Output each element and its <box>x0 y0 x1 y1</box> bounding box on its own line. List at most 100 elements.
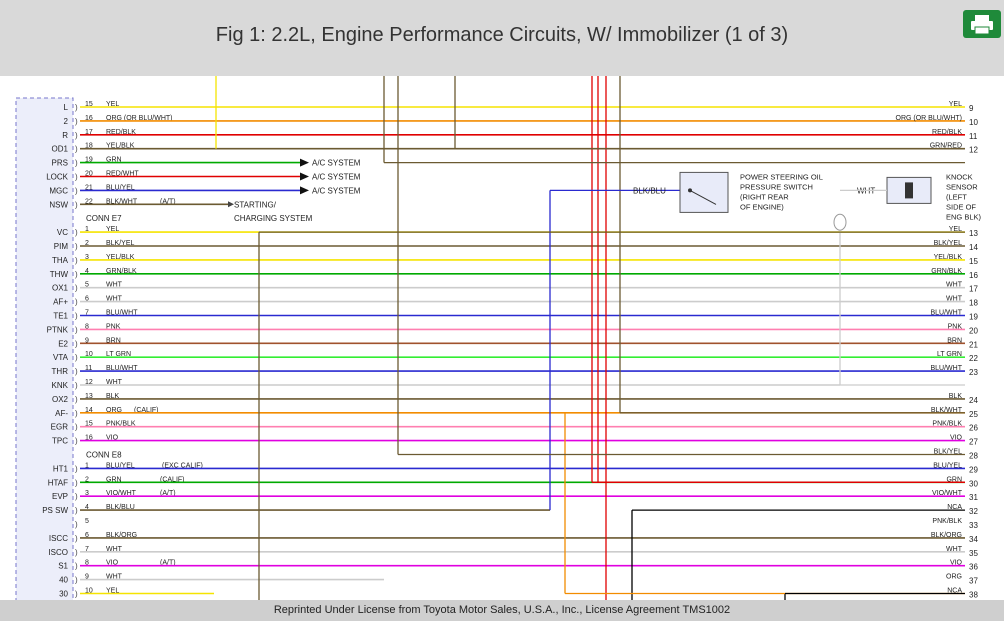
right-pin-number: 16 <box>969 271 978 280</box>
wire-label: YEL/BLK <box>106 254 135 261</box>
pin-number: 18 <box>85 143 93 150</box>
right-pin-number: 15 <box>969 257 978 266</box>
pin-number: 20 <box>85 171 93 178</box>
pin-arrow: ) <box>75 506 78 515</box>
ecm-pin-label: OD1 <box>52 145 69 154</box>
wire-label: VIO/WHT <box>106 490 137 497</box>
ecm-pin-label: EVP <box>52 492 68 501</box>
page-title: Fig 1: 2.2L, Engine Performance Circuits… <box>215 24 789 46</box>
pin-arrow: ) <box>75 520 78 529</box>
pin-arrow: ) <box>75 548 78 557</box>
wire-label: WHT <box>106 296 123 303</box>
pin-arrow: ) <box>75 367 78 376</box>
destination-label: STARTING/ <box>234 200 277 209</box>
pin-number: 6 <box>85 532 89 539</box>
right-wire-label: BLK/YEL <box>934 449 963 456</box>
right-wire-label: NCA <box>947 504 962 511</box>
right-wire-label: BLK/ORG <box>931 532 962 539</box>
pin-number: 22 <box>85 198 93 205</box>
pin-arrow: ) <box>75 492 78 501</box>
wire-label: VIO <box>106 560 119 567</box>
wire-label: ORG <box>106 407 122 414</box>
pin-number: 3 <box>85 254 89 261</box>
wire-note: (EXC CALIF) <box>162 462 203 469</box>
right-pin-number: 17 <box>969 285 978 294</box>
pin-number: 6 <box>85 296 89 303</box>
ecm-pin-label: OX1 <box>52 284 69 293</box>
footer-bar: Reprinted Under License from Toyota Moto… <box>0 600 1004 621</box>
right-wire-label: PNK <box>948 323 963 330</box>
wire-note: (CALIF) <box>134 407 159 414</box>
right-pin-number: 19 <box>969 313 978 322</box>
wire-label: YEL <box>106 101 119 108</box>
right-pin-number: 26 <box>969 424 978 433</box>
pin-number: 11 <box>85 365 92 372</box>
right-wire-label: WHT <box>946 546 963 553</box>
wire-label: BLK/WHT <box>106 198 138 205</box>
pin-number: 13 <box>85 393 93 400</box>
right-wire-label: VIO <box>950 560 963 567</box>
pin-arrow: ) <box>75 159 78 168</box>
ecm-pin-label: E2 <box>58 339 68 348</box>
pin-arrow: ) <box>75 242 78 251</box>
pin-arrow: ) <box>75 186 78 195</box>
ps-switch-body <box>679 171 729 213</box>
right-wire-label: PNK/BLK <box>932 518 962 525</box>
wire-label: BRN <box>106 337 121 344</box>
ecm-pin-label: PRS <box>52 159 68 168</box>
pin-number: 2 <box>85 476 89 483</box>
pin-arrow: ) <box>75 200 78 209</box>
knock-sensor-label: SIDE OF <box>946 203 976 212</box>
ecm-pin-label: HTAF <box>48 478 68 487</box>
wire-label: ORG (OR BLU/WHT) <box>106 115 173 122</box>
wire-label: VIO <box>106 435 119 442</box>
right-pin-number: 21 <box>969 340 978 349</box>
right-pin-number: 35 <box>969 549 978 558</box>
ecm-pin-label: 40 <box>59 576 68 585</box>
ecm-pin-label: TPC <box>52 437 68 446</box>
ecm-pin-label: R <box>62 131 68 140</box>
pin-number: 14 <box>85 407 93 414</box>
pin-arrow: ) <box>75 395 78 404</box>
right-wire-label: VIO/WHT <box>932 490 963 497</box>
right-pin-number: 18 <box>969 299 978 308</box>
pin-number: 4 <box>85 268 89 275</box>
pin-arrow: ) <box>75 284 78 293</box>
right-wire-label: RED/BLK <box>932 129 962 136</box>
wire-label: PNK <box>106 323 121 330</box>
ps-switch-label: POWER STEERING OIL <box>740 173 823 182</box>
wire-label: YEL <box>106 588 119 595</box>
wire-label: WHT <box>106 546 123 553</box>
pin-number: 8 <box>85 323 89 330</box>
header-bar: Fig 1: 2.2L, Engine Performance Circuits… <box>0 0 1004 76</box>
pin-arrow: ) <box>75 339 78 348</box>
right-wire-label: BLK/YEL <box>934 240 963 247</box>
ecm-pin-label: AF+ <box>53 298 68 307</box>
ps-switch-wire-label: BLK/BLU <box>633 186 666 195</box>
right-pin-number: 27 <box>969 438 978 447</box>
pin-number: 1 <box>85 226 89 233</box>
pin-arrow: ) <box>75 298 78 307</box>
pin-number: 2 <box>85 240 89 247</box>
arrow-head <box>300 186 309 195</box>
pin-number: 4 <box>85 504 89 511</box>
ecm-pin-label: TE1 <box>53 312 68 321</box>
destination-label: CHARGING SYSTEM <box>234 214 313 223</box>
right-wire-label: BLK <box>949 393 963 400</box>
pin-number: 15 <box>85 101 93 108</box>
pin-arrow: ) <box>75 173 78 182</box>
right-pin-number: 14 <box>969 243 978 252</box>
pin-number: 8 <box>85 560 89 567</box>
print-button[interactable] <box>963 10 1001 38</box>
pin-arrow: ) <box>75 534 78 543</box>
right-pin-number: 22 <box>969 354 978 363</box>
pin-arrow: ) <box>75 590 78 599</box>
pin-number: 5 <box>85 518 89 525</box>
wire-note: (A/T) <box>160 490 176 497</box>
right-pin-number: 20 <box>969 326 978 335</box>
right-pin-number: 11 <box>969 132 978 141</box>
ecm-pin-label: AF- <box>55 409 68 418</box>
right-wire-label: BLK/WHT <box>931 407 963 414</box>
ecm-pin-label: 2 <box>64 117 69 126</box>
wire-label: GRN <box>106 476 122 483</box>
